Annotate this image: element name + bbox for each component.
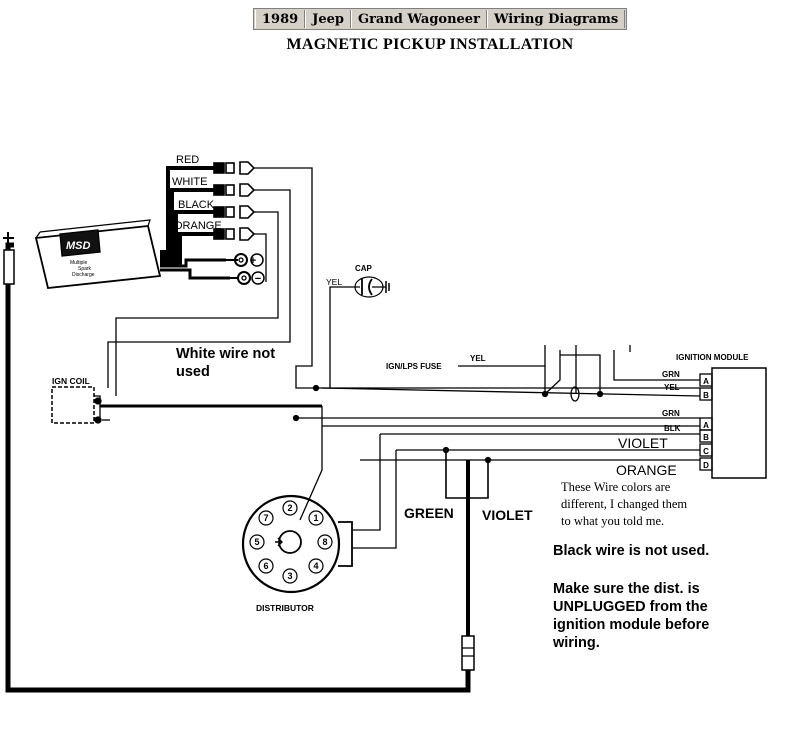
plus-label: +	[250, 255, 256, 267]
ignition-module-box	[711, 367, 767, 479]
black-label: BLACK	[178, 199, 215, 211]
cap-number: 1	[313, 513, 318, 523]
white-wire	[107, 189, 291, 388]
violet-label: VIOLET	[482, 507, 533, 523]
msd-sub-label: Discharge	[72, 272, 95, 278]
ign-coil-label: IGN COIL	[52, 376, 90, 386]
unplug-note: Make sure the dist. is UNPLUGGED from th…	[553, 581, 710, 651]
yel-label: YEL	[664, 383, 680, 392]
cap-number: 2	[287, 503, 292, 513]
cap-number: 5	[254, 537, 259, 547]
orange-wire	[254, 233, 267, 282]
minus-terminal	[251, 271, 265, 285]
ign-fuse-yel-label: YEL	[470, 354, 486, 363]
color-change-note: These Wire colors are different, I chang…	[561, 480, 688, 528]
green-label: GREEN	[404, 505, 454, 521]
ground-lead-wire	[5, 242, 471, 693]
breadcrumb-section[interactable]: Wiring Diagrams	[486, 10, 626, 28]
white-label: WHITE	[172, 176, 207, 188]
cap-number: 4	[313, 561, 318, 571]
breadcrumb: 1989 Jeep Grand Wagoneer Wiring Diagrams	[253, 8, 628, 30]
breadcrumb-year[interactable]: 1989	[255, 10, 306, 28]
cap-wire	[329, 286, 346, 388]
plus-terminal	[250, 253, 264, 267]
blk-label: BLK	[664, 424, 681, 433]
pin-label: A	[703, 377, 709, 386]
grn-label: GRN	[662, 409, 680, 418]
msd-sub-label: Spark	[78, 266, 92, 272]
pin-label: C	[703, 447, 709, 456]
ignition-module-label: IGNITION MODULE	[676, 353, 749, 362]
breadcrumb-model[interactable]: Grand Wagoneer	[350, 10, 487, 28]
cap-number: 7	[263, 513, 268, 523]
distributor-label: DISTRIBUTOR	[256, 603, 314, 613]
pin-label: A	[703, 421, 709, 430]
red-wire	[254, 167, 322, 389]
ign-fuse-label: IGN/LPS FUSE	[386, 362, 442, 371]
cap-number: 6	[263, 561, 268, 571]
cap-number: 8	[322, 537, 327, 547]
pin-label: D	[703, 461, 709, 470]
pin-label: B	[703, 391, 709, 400]
page-title: MAGNETIC PICKUP INSTALLATION	[286, 36, 574, 53]
ign-coil-body	[51, 386, 95, 424]
minus-label: −	[255, 273, 261, 285]
cap-label: CAP	[355, 264, 373, 273]
msd-logo-badge	[59, 229, 101, 257]
cap-number: 3	[287, 571, 292, 581]
cap-outline	[354, 276, 384, 298]
white-wire-note: White wire not used	[176, 346, 276, 380]
pin-label: B	[703, 433, 709, 442]
grn-label: GRN	[662, 370, 680, 379]
orange-module-label: ORANGE	[616, 462, 677, 478]
left-connector	[3, 249, 15, 285]
yel-label: YEL	[326, 277, 342, 287]
rotor-arrow-icon	[275, 537, 283, 547]
breadcrumb-make[interactable]: Jeep	[305, 10, 351, 28]
red-label: RED	[176, 154, 199, 166]
orange-label: ORANGE	[174, 220, 222, 232]
msd-logo: MSD	[66, 240, 91, 252]
black-wire	[115, 211, 279, 396]
distributor-cap	[241, 494, 341, 594]
msd-sub-label: Multiple	[70, 260, 87, 266]
violet-module-label: VIOLET	[618, 435, 668, 451]
black-wire-note: Black wire is not used.	[553, 543, 710, 559]
pickup-connector	[461, 635, 475, 671]
